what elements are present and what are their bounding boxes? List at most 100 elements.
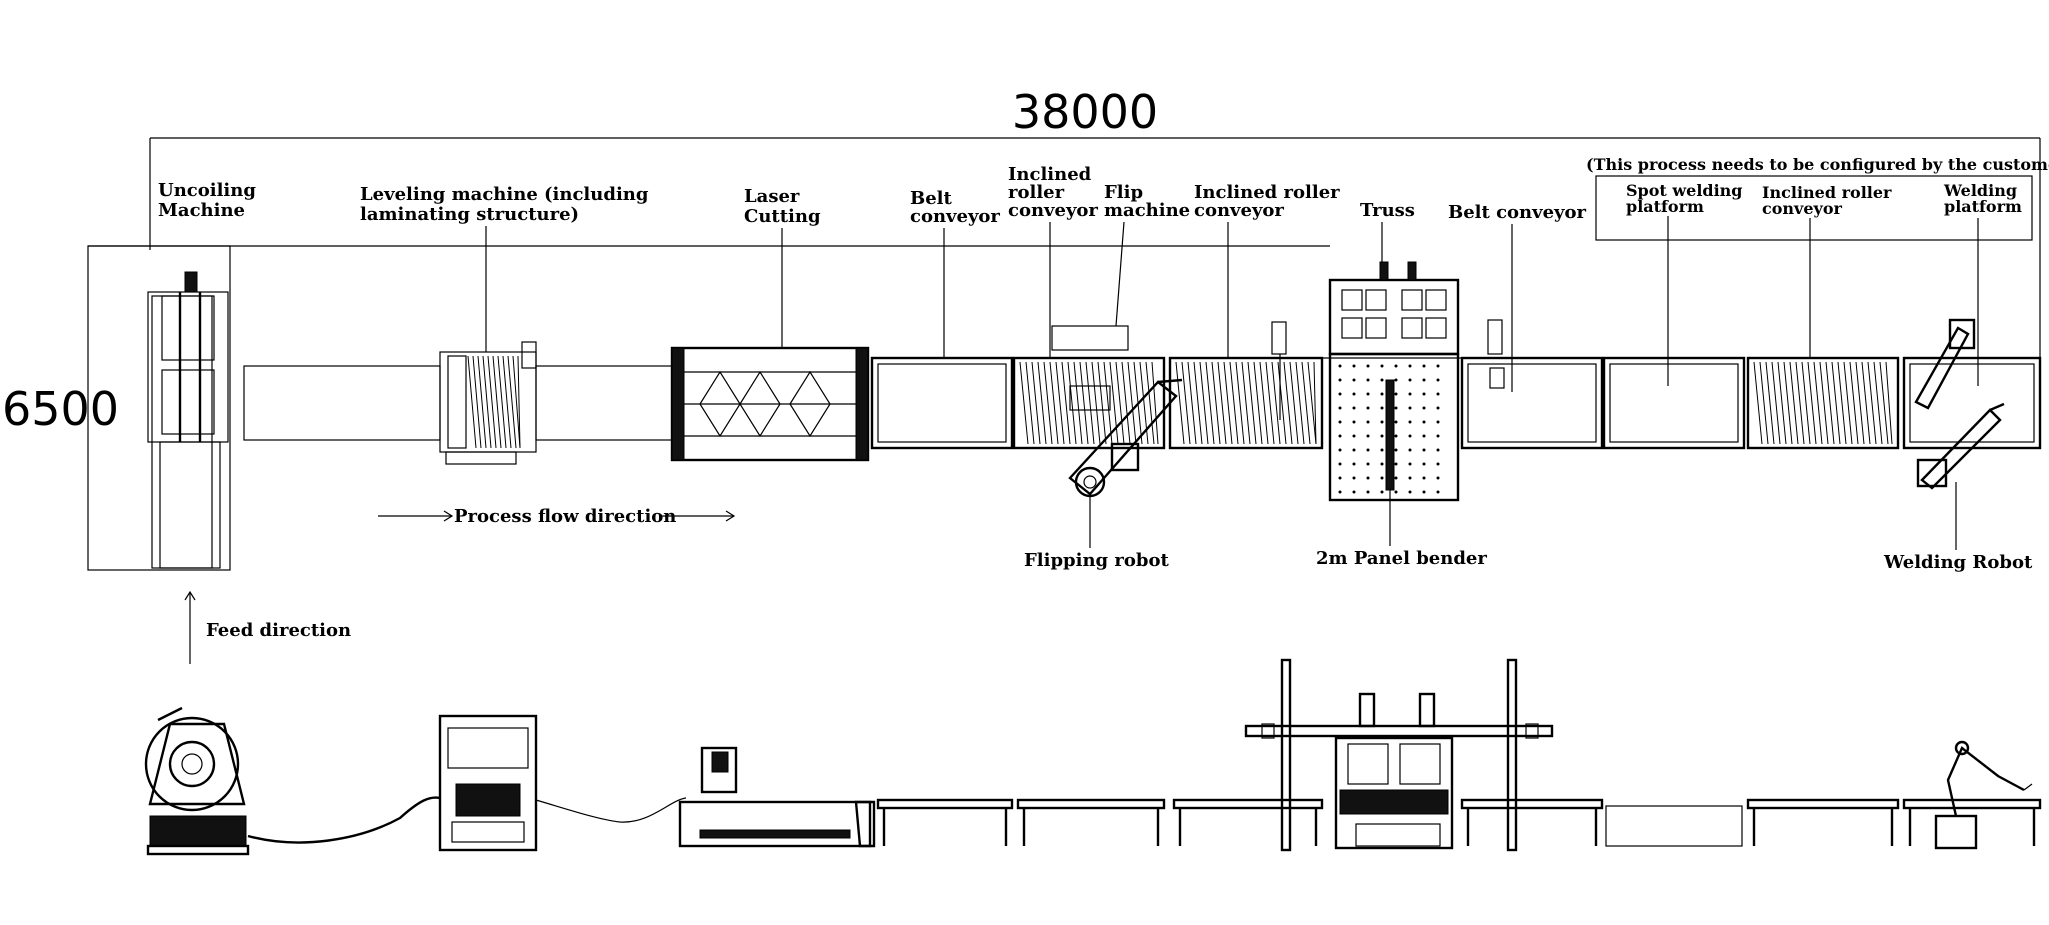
hatch-line xyxy=(1181,361,1191,445)
dimension-width: 6500 xyxy=(2,382,119,436)
strip-before-leveler xyxy=(243,365,441,441)
welding-robot-side-view xyxy=(1934,740,2033,850)
hatch-line xyxy=(1025,361,1035,445)
table-ball xyxy=(1380,378,1384,382)
hatch-line xyxy=(1145,361,1155,445)
table-ball xyxy=(1394,490,1398,494)
hatch-line xyxy=(1175,361,1185,445)
hatch-line xyxy=(487,355,497,449)
truss-side-view xyxy=(1244,658,1554,852)
hatch-line xyxy=(1765,361,1775,445)
hatch-line xyxy=(1295,361,1305,445)
hatch-line xyxy=(1801,361,1811,445)
hatch-line xyxy=(1193,361,1203,445)
table-ball xyxy=(1394,406,1398,410)
label-welding-robot: Welding Robot xyxy=(1883,552,2033,573)
table-ball xyxy=(1394,420,1398,424)
table-top xyxy=(1746,798,1900,810)
table-ball xyxy=(1352,420,1356,424)
table-top xyxy=(1016,798,1166,810)
label-spot-line2: platform xyxy=(1626,197,1704,216)
hatch-line xyxy=(1873,361,1883,445)
hatch-line xyxy=(1115,361,1125,445)
label-belt1-line2: conveyor xyxy=(910,206,1000,227)
table-ball xyxy=(1422,406,1426,410)
table-ball xyxy=(1422,462,1426,466)
table-ball xyxy=(1380,462,1384,466)
hatch-line xyxy=(1073,361,1083,445)
hatch-line xyxy=(1103,361,1113,445)
customer-config-box xyxy=(1595,175,2033,241)
hatch-line xyxy=(1789,361,1799,445)
hatch-line xyxy=(1771,361,1781,445)
table-ball xyxy=(1366,378,1370,382)
table-ball xyxy=(1436,420,1440,424)
table-ball xyxy=(1422,378,1426,382)
table-ball xyxy=(1352,392,1356,396)
table-top xyxy=(1460,798,1604,810)
process-flow-arrow: Process flow direction xyxy=(378,506,736,527)
hatch-line xyxy=(1849,361,1859,445)
panel-bender-side-view xyxy=(1334,692,1454,850)
hatch-line xyxy=(1313,361,1317,445)
table-ball xyxy=(1408,378,1412,382)
hatch-line xyxy=(1019,361,1029,445)
table-ball xyxy=(1338,406,1342,410)
hatch-line xyxy=(482,355,492,449)
table-ball xyxy=(1408,406,1412,410)
uncoiler-side-view xyxy=(144,706,250,856)
table-ball xyxy=(1422,420,1426,424)
label-flipping-robot: Flipping robot xyxy=(1024,550,1169,571)
table-ball xyxy=(1366,490,1370,494)
welding-platform-plan xyxy=(1902,356,2042,450)
table-ball xyxy=(1422,448,1426,452)
hatch-line xyxy=(1879,361,1889,445)
table-ball xyxy=(1436,378,1440,382)
hatch-line xyxy=(1043,361,1053,445)
label-flip-line2: machine xyxy=(1104,200,1190,221)
hatch-line xyxy=(1807,361,1817,445)
hatch-line xyxy=(1861,361,1871,445)
hatch-line xyxy=(1241,361,1251,445)
uncoiling-machine-plan xyxy=(147,271,229,569)
table-ball xyxy=(1338,476,1342,480)
table-top xyxy=(1172,798,1324,810)
table-ball xyxy=(1436,406,1440,410)
hatch-line xyxy=(1307,361,1317,445)
table-ball xyxy=(1436,392,1440,396)
table-ball xyxy=(1436,364,1440,368)
hatch-line xyxy=(1235,361,1245,445)
label-belt1-line1: Belt xyxy=(910,188,953,209)
hatch-line xyxy=(1067,361,1077,445)
belt-conveyor-1-plan xyxy=(870,356,1014,450)
label-incl1-line3: conveyor xyxy=(1008,200,1098,221)
table-ball xyxy=(1380,392,1384,396)
label-incl2-line1: Inclined roller xyxy=(1194,182,1340,203)
label-incl3-line1: Inclined roller xyxy=(1762,183,1892,202)
label-leveling-line2: laminating structure) xyxy=(360,204,579,225)
leveler-side-view xyxy=(438,714,538,852)
hatch-line xyxy=(1825,361,1835,445)
hatch-line xyxy=(1049,361,1059,445)
table-ball xyxy=(1338,420,1342,424)
hatch-line xyxy=(1867,361,1877,445)
table-ball xyxy=(1352,434,1356,438)
label-weldplat-line1: Welding xyxy=(1943,181,2017,200)
hatch-line xyxy=(1831,361,1841,445)
table-ball xyxy=(1366,434,1370,438)
inclined-roller-conveyor-1-plan xyxy=(1012,325,1166,450)
strip-curve-1 xyxy=(247,796,441,844)
table-ball xyxy=(1352,448,1356,452)
table-ball xyxy=(1380,490,1384,494)
table-ball xyxy=(1352,462,1356,466)
hatch-line xyxy=(1061,361,1071,445)
hatch-line xyxy=(1283,361,1293,445)
label-process-flow: Process flow direction xyxy=(454,506,676,527)
label-belt2: Belt conveyor xyxy=(1448,202,1587,223)
label-truss: Truss xyxy=(1360,200,1415,221)
label-weldplat-line2: platform xyxy=(1944,197,2022,216)
table-ball xyxy=(1352,378,1356,382)
table-ball xyxy=(1422,364,1426,368)
table-ball xyxy=(1366,476,1370,480)
hatch-line xyxy=(1271,361,1281,445)
